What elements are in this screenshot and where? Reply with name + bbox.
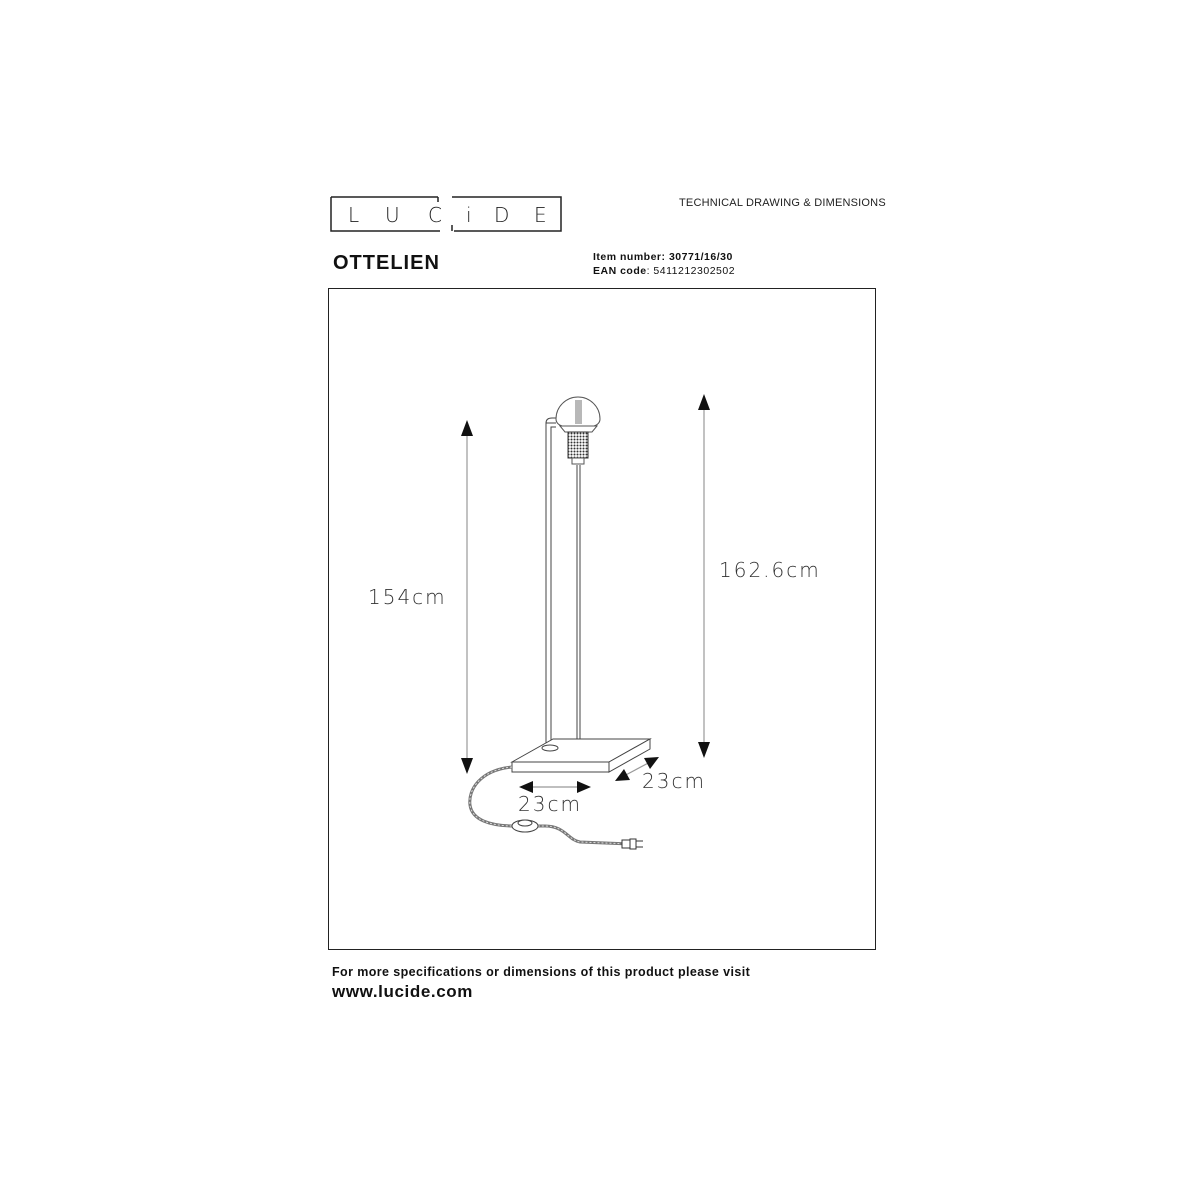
arrow-up-right-icon — [644, 757, 659, 769]
arrow-down-left-icon — [615, 769, 630, 781]
item-number-value: 30771/16/30 — [668, 251, 733, 263]
document-title: TECHNICAL DRAWING & DIMENSIONS — [679, 197, 886, 209]
logo-letter: C — [428, 203, 442, 227]
logo-letter: L — [348, 203, 359, 227]
base-width-dimension: 23cm — [518, 781, 591, 816]
footer-info-text: For more specifications or dimensions of… — [332, 965, 751, 979]
plug-icon — [621, 838, 643, 850]
height-label-162: 162.6cm — [719, 558, 821, 582]
arrow-left-icon — [519, 781, 533, 793]
bulb-icon — [555, 396, 601, 465]
drawing-frame — [328, 288, 876, 950]
logo-letter: D — [494, 203, 509, 227]
logo-letter: U — [385, 203, 400, 227]
footer-website-link[interactable]: www.lucide.com — [332, 982, 473, 1001]
height-dimension-162: 162.6cm — [698, 394, 821, 758]
arrow-up-icon — [698, 394, 710, 410]
logo-letter: E — [534, 203, 547, 227]
lamp-base — [510, 738, 652, 773]
product-name: OTTELIEN — [333, 252, 440, 274]
arrow-down-icon — [461, 758, 473, 774]
knurled-socket-icon — [567, 431, 589, 459]
base-depth-label: 23cm — [642, 769, 706, 793]
arrow-right-icon — [577, 781, 591, 793]
item-number-row: Item number: 30771/16/30 — [593, 251, 733, 263]
ean-code-value: : 5411212302502 — [646, 265, 736, 277]
arrow-down-icon — [698, 742, 710, 758]
item-number-label: Item number: — [593, 251, 666, 263]
height-dimension-154: 154cm — [368, 420, 473, 774]
ean-code-label: EAN code — [593, 265, 647, 277]
base-depth-dimension: 23cm — [615, 757, 706, 793]
foot-switch-icon — [511, 819, 539, 833]
brand-logo: L U C i D E — [330, 196, 562, 232]
ean-code-row: EAN code: 5411212302502 — [593, 265, 735, 277]
lamp-pole — [545, 417, 583, 752]
height-label-154: 154cm — [368, 585, 447, 609]
arrow-up-icon — [461, 420, 473, 436]
base-width-label: 23cm — [518, 792, 582, 816]
power-cord — [468, 765, 631, 846]
lucide-logo-icon: L U C i D E — [330, 196, 562, 232]
logo-letter: i — [466, 203, 472, 227]
